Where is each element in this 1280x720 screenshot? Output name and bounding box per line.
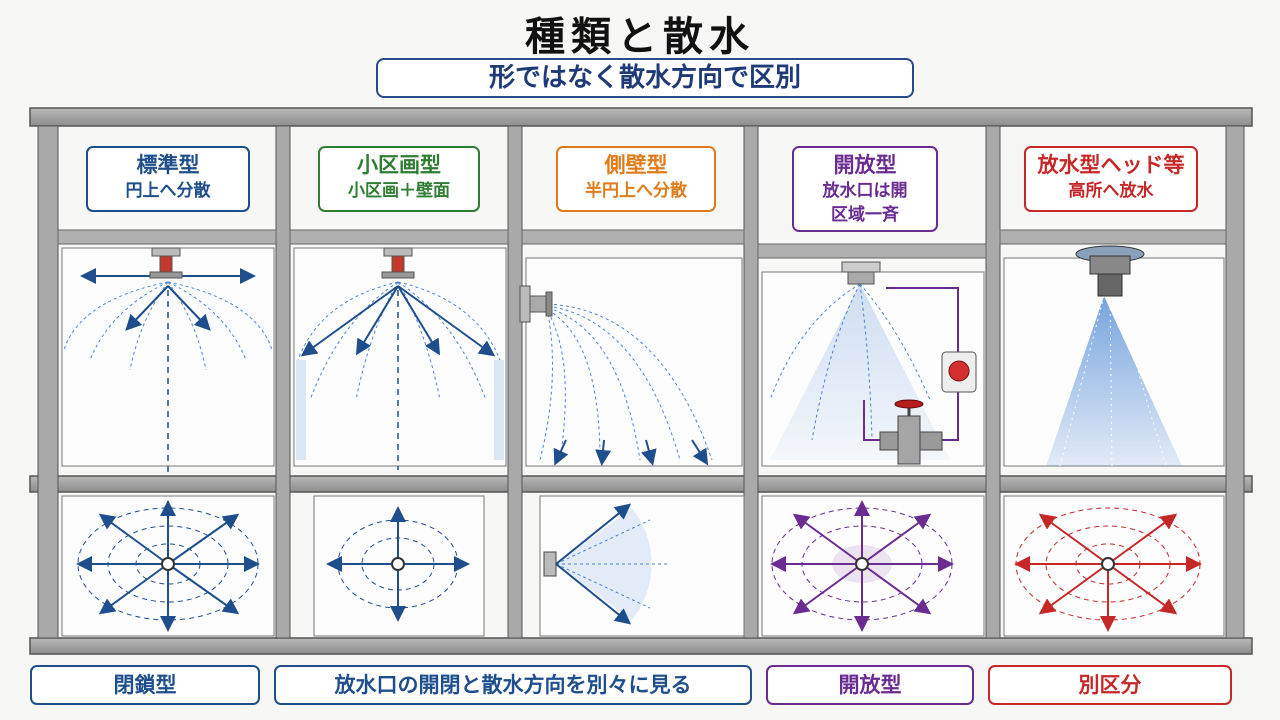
page-title: 種類と散水	[525, 14, 755, 60]
subtitle-box: 形ではなく散水方向で区別	[376, 58, 914, 98]
standard-plan-view	[76, 500, 260, 632]
label-large-discharge: 放水型ヘッド等 高所へ放水	[1024, 146, 1198, 212]
sidewall-sprinkler-icon	[519, 285, 553, 323]
label-open: 開放型 放水口は開 区域一斉	[792, 146, 938, 232]
category-note: 放水口の開閉と散水方向を別々に見る	[274, 665, 752, 705]
label-sidewall-desc: 半円上へ分散	[585, 181, 687, 201]
label-open-title: 開放型	[833, 153, 897, 177]
large-discharge-plan-view	[1014, 507, 1202, 632]
label-sidewall-title: 側壁型	[604, 153, 668, 177]
shelf-frame	[29, 107, 1253, 655]
alarm-button-icon	[941, 351, 977, 393]
label-standard: 標準型 円上へ分散	[86, 146, 250, 212]
label-small-area-desc: 小区画＋壁面	[348, 181, 450, 201]
category-open-type: 開放型	[766, 665, 974, 705]
category-separate: 別区分	[988, 665, 1232, 705]
small-area-spray-pattern	[296, 281, 504, 470]
large-discharge-head-icon	[1075, 245, 1145, 297]
large-discharge-spray-pattern	[1046, 295, 1182, 467]
label-standard-title: 標準型	[136, 153, 200, 177]
category-closed-type: 閉鎖型	[30, 665, 260, 705]
label-open-desc2: 区域一斉	[831, 205, 899, 225]
open-plan-view	[770, 500, 954, 632]
small-area-sprinkler-icon	[381, 247, 415, 279]
label-small-area: 小区画型 小区画＋壁面	[318, 146, 480, 212]
label-sidewall: 側壁型 半円上へ分散	[556, 146, 716, 212]
valve-icon	[879, 399, 943, 465]
label-open-desc1: 放水口は開	[822, 181, 908, 201]
label-large-discharge-desc: 高所へ放水	[1068, 181, 1154, 201]
open-sprinkler-icon	[841, 261, 881, 285]
label-large-discharge-title: 放水型ヘッド等	[1037, 153, 1185, 177]
sidewall-plan-view	[543, 503, 670, 625]
small-area-plan-view	[326, 506, 470, 622]
sidewall-spray-pattern	[539, 303, 713, 466]
label-small-area-title: 小区画型	[357, 153, 441, 177]
label-standard-desc: 円上へ分散	[125, 181, 211, 201]
pendent-sprinkler-icon	[149, 247, 183, 279]
